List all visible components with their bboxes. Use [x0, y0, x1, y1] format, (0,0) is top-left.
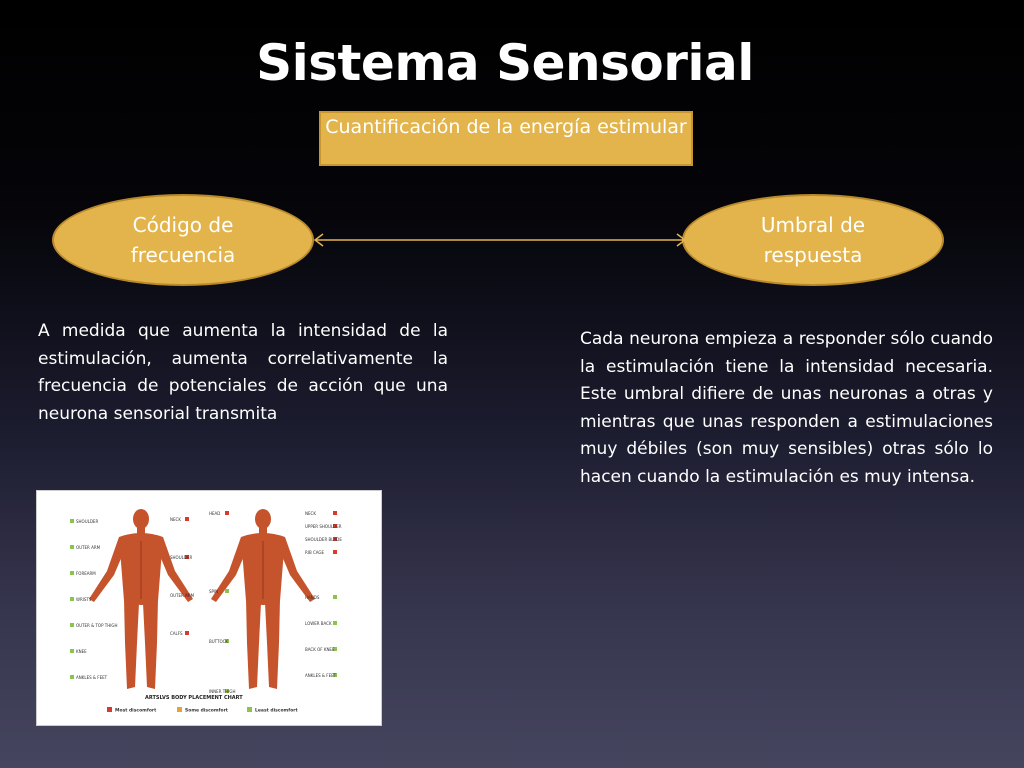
left-leg: [246, 599, 261, 689]
front-left-marker: [70, 675, 74, 679]
back-right-label: RIB CAGE: [305, 550, 325, 555]
front-right-marker: [185, 593, 189, 597]
back-right-label: UPPER SHOULDER: [305, 524, 342, 529]
front-left-marker: [70, 623, 74, 627]
front-left-label: FOREARM: [76, 571, 96, 576]
back-right-marker: [333, 524, 337, 528]
double-arrow-connector: [313, 233, 687, 247]
back-right-marker: [333, 647, 337, 651]
left-arm: [89, 537, 125, 602]
body-placement-chart: SHOULDER OUTER ARM FOREARM WRISTS OUTER & TO…: [70, 509, 342, 714]
back-left-label: BUTTOCK: [209, 639, 228, 644]
front-left-marker: [70, 545, 74, 549]
back-figure: [211, 509, 315, 689]
head: [133, 509, 149, 529]
front-left-marker: [70, 649, 74, 653]
back-left-marker: [225, 689, 229, 693]
back-right-marker: [333, 537, 337, 541]
response-threshold-label: Umbral de respuesta: [760, 213, 866, 267]
front-right-label: OUTER ARM: [170, 593, 195, 598]
slide-title: Sistema Sensorial: [256, 34, 754, 92]
head: [255, 509, 271, 529]
frequency-code-oval: Código de frecuencia: [52, 194, 314, 286]
energy-quantification-box: Cuantificación de la energía estimular: [319, 111, 693, 166]
back-right-label: ANKLES & FEET: [305, 673, 337, 678]
back-right-marker: [333, 511, 337, 515]
front-right-label: CALFS: [170, 631, 183, 636]
back-right-marker: [333, 621, 337, 625]
front-left-label: OUTER ARM: [76, 545, 101, 550]
back-left-marker: [225, 511, 229, 515]
legend-label: Least discomfort: [255, 708, 299, 714]
left-arm: [211, 537, 247, 602]
front-right-marker: [185, 631, 189, 635]
front-right-label: SHOULDER: [170, 555, 192, 560]
response-threshold-oval: Umbral de respuesta: [682, 194, 944, 286]
back-left-marker: [225, 639, 229, 643]
neck: [137, 527, 145, 535]
back-right-label: SHOULDER BLADE: [305, 537, 342, 542]
back-left-label: HEAD: [209, 511, 220, 516]
human-figures: [89, 509, 315, 689]
frequency-code-label: Código de frecuencia: [130, 213, 236, 267]
front-left-label: SHOULDER: [76, 519, 98, 524]
legend-swatch: [177, 707, 182, 712]
legend-label: Some discomfort: [185, 708, 229, 714]
right-leg: [143, 599, 158, 689]
chart-title: ARTSLVS BODY PLACEMENT CHART: [145, 695, 243, 701]
front-right-marker: [185, 517, 189, 521]
back-left-marker: [225, 589, 229, 593]
left-leg: [124, 599, 139, 689]
back-right-label: HANDS: [305, 595, 320, 600]
front-left-label: WRISTS: [76, 597, 92, 602]
front-left-label: OUTER & TOP THIGH: [76, 623, 118, 628]
front-right-label: NECK: [170, 517, 181, 522]
back-right-label: BACK OF KNEE: [305, 647, 335, 652]
chart-labels: SHOULDER OUTER ARM FOREARM WRISTS OUTER & TO…: [70, 511, 342, 694]
legend-label: Most discomfort: [115, 708, 157, 714]
back-right-label: NECK: [305, 511, 316, 516]
legend-swatch: [247, 707, 252, 712]
front-left-marker: [70, 571, 74, 575]
back-right-marker: [333, 550, 337, 554]
front-left-marker: [70, 519, 74, 523]
response-threshold-description: Cada neurona empieza a responder sólo cu…: [580, 329, 993, 487]
front-left-label: ANKLES & FEET: [76, 675, 108, 680]
chart-legend: Most discomfort Some discomfort Least disc…: [107, 707, 299, 714]
front-left-marker: [70, 597, 74, 601]
back-right-label: LOWER BACK: [305, 621, 332, 626]
neck: [259, 527, 267, 535]
back-right-marker: [333, 595, 337, 599]
back-left-label: INNER THIGH: [209, 689, 235, 694]
right-arm: [279, 537, 315, 602]
front-figure: [89, 509, 193, 689]
right-arm: [157, 537, 193, 602]
body-placement-chart-image: SHOULDER OUTER ARM FOREARM WRISTS OUTER & TO…: [36, 490, 382, 726]
frequency-code-description: A medida que aumenta la intensidad de la…: [38, 321, 448, 424]
front-left-label: KNEE: [76, 649, 87, 654]
back-left-label: SPIN: [209, 589, 218, 594]
back-right-marker: [333, 673, 337, 677]
legend-swatch: [107, 707, 112, 712]
front-right-marker: [185, 555, 189, 559]
right-leg: [265, 599, 280, 689]
